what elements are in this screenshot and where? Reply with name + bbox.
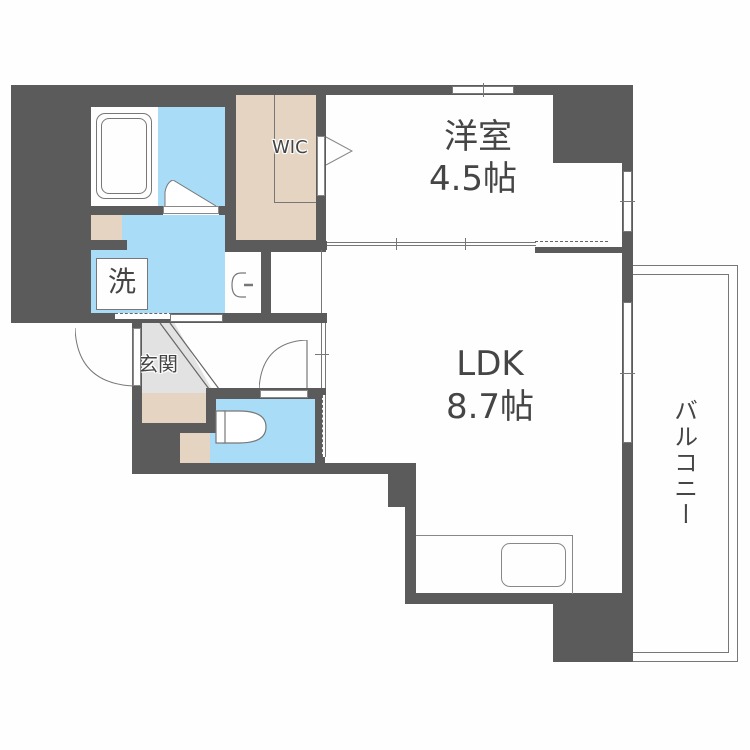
wall-shoe-bottom: [132, 423, 212, 433]
washroom-storage: [91, 215, 122, 240]
washroom-door-track: [170, 314, 223, 322]
wall-bath-wash: [91, 206, 163, 215]
wall-toilet-left: [206, 388, 216, 433]
wic-door: [317, 136, 325, 196]
bathtub-inner-icon: [101, 118, 147, 194]
wic-floor: [236, 95, 316, 240]
wall-washroom-shelf: [91, 240, 127, 250]
balcony-outer-rail: [632, 265, 738, 662]
washroom-sliding-door: [115, 313, 172, 319]
kitchen-sink-icon: [501, 543, 566, 587]
window-right-ldk-mullion: [620, 373, 635, 374]
wall-western-left-stub: [320, 241, 327, 250]
wall-sink-right: [261, 245, 271, 323]
wall-bottom-toilet: [132, 463, 416, 474]
toilet-side-dashed: [322, 395, 326, 457]
wall-bath-wash-right: [219, 206, 227, 215]
ldk-hall-door: [321, 320, 326, 390]
toilet-door-icon: [258, 339, 309, 391]
wall-right-ldk: [622, 245, 633, 662]
wall-hall-right-stub: [321, 313, 327, 323]
wall-toilet-right: [315, 388, 325, 474]
door-mullion-2: [465, 238, 466, 250]
bath-door-sill: [163, 206, 219, 214]
door-mullion-1: [396, 238, 397, 250]
wall-western-closet: [535, 247, 633, 253]
ldk-size: 8.7帖: [445, 387, 535, 427]
bathtub-icon: [96, 113, 152, 199]
washing-machine-box: [96, 258, 148, 310]
wic-shelf-line: [274, 95, 317, 203]
sink-icon: [231, 272, 253, 298]
wall-pillar-bottom-right: [553, 593, 633, 662]
wall-top-left-thin: [90, 85, 236, 107]
western-room-name: 洋室: [444, 117, 512, 157]
window-top-western-mullion: [483, 83, 484, 97]
wall-bath-wic: [225, 85, 237, 245]
wall-right-western: [622, 85, 633, 253]
window-right-western-mullion: [620, 201, 635, 202]
wic-door-swing-icon: [325, 135, 354, 167]
toilet-door-sill: [260, 390, 308, 398]
ldk-name: LDK: [456, 344, 524, 384]
window-right-ldk: [623, 302, 632, 443]
kitchen-counter: [416, 535, 573, 594]
ldk-hall-door-mullion: [315, 354, 329, 355]
western-room-size: 4.5帖: [428, 159, 518, 199]
hall-closet: [271, 252, 321, 313]
wall-bottom-ldk: [405, 593, 565, 604]
entrance-label: 玄関: [138, 352, 178, 376]
balcony-inner-rail: [632, 274, 729, 653]
wic-label: WIC: [272, 137, 308, 158]
western-closet-dashed: [535, 241, 608, 242]
washing-machine-label: 洗: [107, 265, 136, 298]
toilet-floor-lower: [210, 433, 220, 463]
wall-pillar-top-right: [553, 85, 633, 163]
entrance-step-icon: [142, 322, 223, 394]
balcony-label: バルコニー: [669, 398, 698, 528]
toilet-storage: [180, 433, 210, 463]
wall-left-block: [11, 85, 91, 323]
entrance-door-leaf: [133, 328, 141, 386]
toilet-icon: [215, 410, 267, 444]
wall-wic-bottom: [225, 240, 325, 252]
wall-left-ldk-lower: [405, 465, 416, 604]
western-ldk-sliding-doors: [326, 242, 536, 246]
entrance-door-icon: [74, 327, 135, 388]
bath-door-icon: [163, 179, 218, 207]
shoe-storage: [142, 393, 206, 423]
